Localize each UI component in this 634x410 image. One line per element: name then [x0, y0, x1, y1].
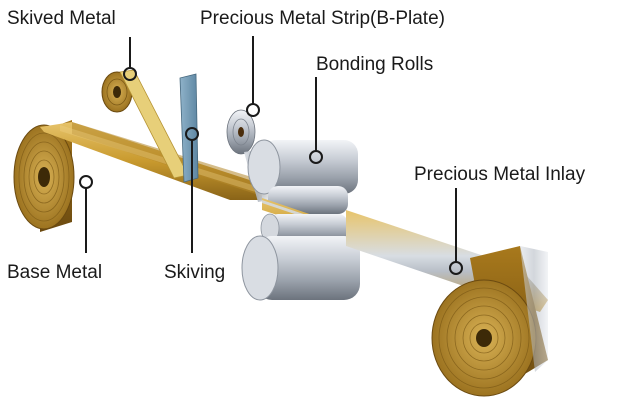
- leader-base-metal: [79, 175, 93, 253]
- leader-precious-metal-inlay: [449, 188, 463, 275]
- leader-skived-metal: [123, 37, 137, 81]
- inlay-take-up-coil: [431, 246, 548, 397]
- label-precious-metal-inlay: Precious Metal Inlay: [414, 164, 586, 185]
- label-skiving: Skiving: [164, 262, 226, 283]
- leader-precious-metal-strip: [246, 36, 260, 117]
- label-skived-metal: Skived Metal: [7, 8, 116, 29]
- base-metal-coil: [13, 120, 75, 232]
- label-precious-metal-strip: Precious Metal Strip(B-Plate): [200, 8, 445, 29]
- skived-metal-coil: [101, 71, 133, 113]
- leader-bonding-rolls: [309, 77, 323, 164]
- leader-lines: [79, 36, 463, 275]
- bonding-rolls: [241, 139, 440, 301]
- leader-skiving: [185, 127, 199, 253]
- label-base-metal: Base Metal: [7, 262, 103, 283]
- label-bonding-rolls: Bonding Rolls: [316, 54, 434, 75]
